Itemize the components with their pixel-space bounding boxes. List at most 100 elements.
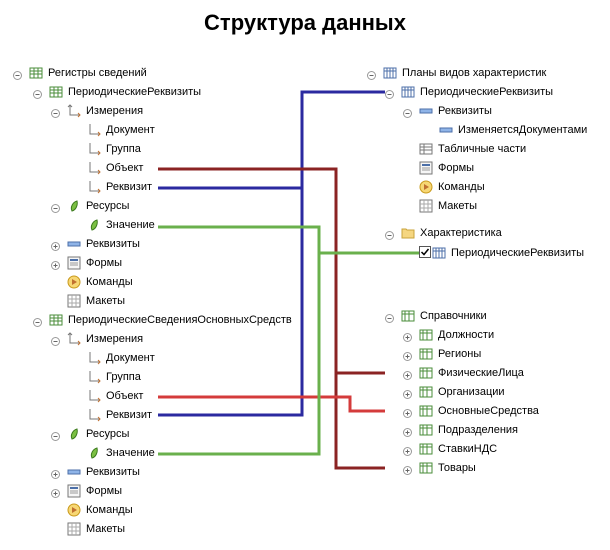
tree-item[interactable]: Измерения (0, 103, 610, 119)
tree-item[interactable]: Формы (0, 160, 610, 176)
resource-icon (67, 427, 81, 441)
connector-rekvizit-2 (158, 188, 304, 417)
register-icon (49, 85, 63, 99)
expand-icon[interactable] (403, 388, 417, 402)
collapse-icon[interactable] (51, 107, 65, 121)
tree-item[interactable]: Макеты (0, 293, 610, 309)
dimension-icon (87, 351, 101, 365)
catalog-icon (419, 328, 433, 342)
collapse-icon[interactable] (403, 107, 417, 121)
tree-item-label: Значение (106, 219, 155, 231)
attribute-icon (67, 237, 81, 251)
tree-item-label: ПериодическиеРеквизиты (451, 247, 585, 259)
tree-item-label: ПериодическиеРеквизиты (420, 86, 554, 98)
tree-item[interactable]: Документ (0, 122, 610, 138)
expand-icon[interactable] (51, 468, 65, 482)
tree-item-label: Объект (106, 390, 144, 402)
tree-item[interactable]: Реквизиты (0, 103, 610, 119)
tree-item-label: Группа (106, 371, 141, 383)
tree-item[interactable]: Значение (0, 217, 610, 233)
tree-item-label: ФизическиеЛица (438, 367, 524, 379)
tree-item[interactable]: Макеты (0, 198, 610, 214)
tree-item[interactable]: ОсновныеСредства (0, 403, 610, 419)
expand-icon[interactable] (403, 426, 417, 440)
tree-item-label: Ресурсы (86, 200, 130, 212)
tree-item[interactable]: Документ (0, 350, 610, 366)
checkbox-icon[interactable] (419, 246, 433, 260)
tree-item-label: Должности (438, 329, 495, 341)
dimension-icon (87, 408, 101, 422)
tree-item[interactable]: ФизическиеЛица (0, 365, 610, 381)
dimensions-icon (67, 104, 81, 118)
tree-item[interactable]: Группа (0, 141, 610, 157)
tree-item[interactable]: Регионы (0, 346, 610, 362)
collapse-icon[interactable] (13, 69, 27, 83)
tree-item[interactable]: Команды (0, 274, 610, 290)
tree-item[interactable]: Ресурсы (0, 426, 610, 442)
dimension-icon (87, 389, 101, 403)
resource-icon (87, 446, 101, 460)
expand-icon[interactable] (403, 445, 417, 459)
tree-item[interactable]: Планы видов характеристик (0, 65, 610, 81)
tree-item-label: Подразделения (438, 424, 518, 436)
tree-item[interactable]: Организации (0, 384, 610, 400)
chart-types-icon (401, 85, 415, 99)
tree-item-label: Команды (86, 276, 133, 288)
tree-item[interactable]: Формы (0, 483, 610, 499)
expand-icon[interactable] (403, 407, 417, 421)
tree-item[interactable]: Характеристика (0, 225, 610, 241)
tree-item[interactable]: ПериодическиеРеквизиты (0, 245, 610, 261)
tree-item-label: Макеты (86, 295, 126, 307)
dimension-icon (87, 123, 101, 137)
collapse-icon[interactable] (33, 88, 47, 102)
expand-icon[interactable] (403, 464, 417, 478)
tree-item[interactable]: ПериодическиеСведенияОсновныхСредств (0, 312, 610, 328)
tree-item[interactable]: Объект (0, 388, 610, 404)
tree-item[interactable]: Реквизит (0, 179, 610, 195)
tree-item-label: ИзменяетсяДокументами (458, 124, 588, 136)
tree-item[interactable]: Макеты (0, 521, 610, 537)
tree-item[interactable]: Должности (0, 327, 610, 343)
tree-item[interactable]: Табличные части (0, 141, 610, 157)
expand-icon[interactable] (51, 259, 65, 273)
expand-icon[interactable] (403, 350, 417, 364)
collapse-icon[interactable] (33, 316, 47, 330)
tree-item[interactable]: Реквизит (0, 407, 610, 423)
tree-item[interactable]: ИзменяетсяДокументами (0, 122, 610, 138)
tree-item[interactable]: Товары (0, 460, 610, 476)
tree-item[interactable]: Объект (0, 160, 610, 176)
expand-icon[interactable] (51, 487, 65, 501)
tree-item[interactable]: Реквизиты (0, 464, 610, 480)
collapse-icon[interactable] (385, 312, 399, 326)
tree-item[interactable]: Реквизиты (0, 236, 610, 252)
expand-icon[interactable] (403, 369, 417, 383)
collapse-icon[interactable] (51, 430, 65, 444)
tree-item-label: Реквизит (106, 409, 152, 421)
tree-item[interactable]: СтавкиНДС (0, 441, 610, 457)
expand-icon[interactable] (51, 240, 65, 254)
tree-item[interactable]: Ресурсы (0, 198, 610, 214)
tree-item[interactable]: Регистры сведений (0, 65, 610, 81)
tree-item[interactable]: Группа (0, 369, 610, 385)
collapse-icon[interactable] (385, 88, 399, 102)
tree-item[interactable]: Команды (0, 179, 610, 195)
tree-item[interactable]: Значение (0, 445, 610, 461)
collapse-icon[interactable] (51, 202, 65, 216)
tree-item[interactable]: ПериодическиеРеквизиты (0, 84, 610, 100)
collapse-icon[interactable] (385, 229, 399, 243)
commands-icon (67, 275, 81, 289)
tree-item-label: Реквизиты (86, 238, 140, 250)
tree-item[interactable]: Подразделения (0, 422, 610, 438)
collapse-icon[interactable] (51, 335, 65, 349)
tree-item[interactable]: Команды (0, 502, 610, 518)
dimensions-icon (67, 332, 81, 346)
tree-item[interactable]: Формы (0, 255, 610, 271)
expand-icon[interactable] (403, 331, 417, 345)
collapse-icon[interactable] (367, 69, 381, 83)
tree-item[interactable]: Измерения (0, 331, 610, 347)
tree-item[interactable]: ПериодическиеРеквизиты (0, 84, 610, 100)
commands-icon (67, 503, 81, 517)
tree-item-label: Формы (438, 162, 475, 174)
tree-item[interactable]: Справочники (0, 308, 610, 324)
tree-item-label: Измерения (86, 333, 144, 345)
